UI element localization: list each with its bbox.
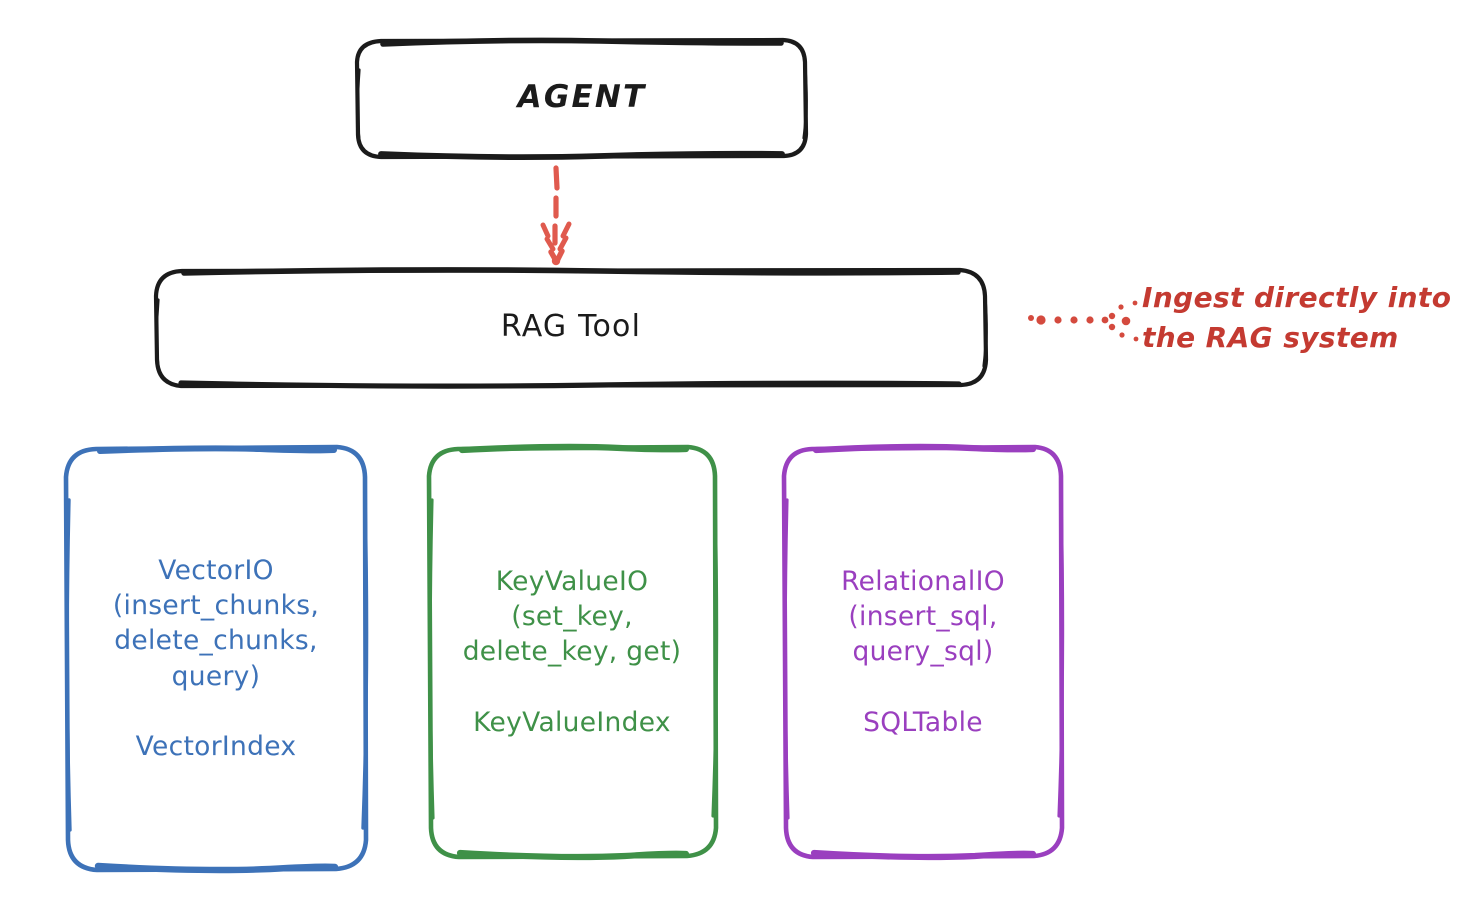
vectorio-box-outline [63, 444, 369, 874]
relationalio-box-outline [781, 443, 1065, 861]
node-key-value-io-label: KeyValueIO (set_key, delete_key, get) Ke… [462, 565, 682, 738]
annotation-ingest-directly: Ingest directly into the RAG system [1142, 281, 1452, 354]
agent-box-outline [354, 37, 809, 161]
node-agent-label: AGENT [517, 79, 647, 116]
node-relational-io[interactable]: RelationalIO (insert_sql, query_sql) SQL… [784, 447, 1062, 857]
node-agent[interactable]: AGENT [357, 39, 807, 157]
node-vector-io-label: VectorIO (insert_chunks, delete_chunks, … [112, 554, 320, 762]
node-vector-io[interactable]: VectorIO (insert_chunks, delete_chunks, … [66, 447, 366, 870]
node-key-value-io[interactable]: KeyValueIO (set_key, delete_key, get) Ke… [428, 447, 716, 857]
node-relational-io-label: RelationalIO (insert_sql, query_sql) SQL… [841, 565, 1005, 738]
node-rag-tool[interactable]: RAG Tool [156, 269, 986, 386]
rag-tool-box-outline [153, 267, 989, 389]
node-rag-tool-label: RAG Tool [500, 309, 642, 345]
agent-to-rag-tool-connector [540, 165, 572, 266]
ingest-pointer-connector [1028, 300, 1139, 342]
keyvalueio-box-outline [426, 443, 719, 861]
